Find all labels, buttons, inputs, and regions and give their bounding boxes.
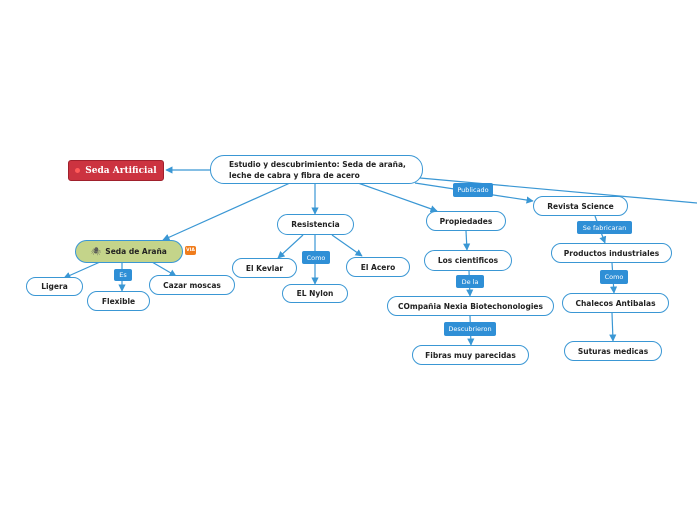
node-propiedades[interactable]: Propiedades [426,211,506,231]
link-label-es: Es [114,269,132,281]
root-line-2: leche de cabra y fibra de acero [229,170,360,180]
link-label-publicado: Publicado [453,183,493,197]
node-revista-science[interactable]: Revista Science [533,196,628,216]
node-resistencia[interactable]: Resistencia [277,214,354,235]
link-label-descubrieron: Descubrieron [444,322,496,336]
via-badge: VIA [185,246,196,255]
node-ligera[interactable]: Ligera [26,277,83,296]
seda-artificial-node[interactable]: Seda Artificial [68,160,164,181]
node-fibras[interactable]: Fibras muy parecidas [412,345,529,365]
node-cazar-moscas[interactable]: Cazar moscas [149,275,235,295]
node-chalecos-antibalas[interactable]: Chalecos Antibalas [562,293,669,313]
seda-arana-node[interactable]: 🕷 Seda de Araña [75,240,183,263]
spider-icon: 🕷 [91,247,102,256]
root-text: Estudio y descubrimiento: Seda de araña,… [229,159,406,181]
node-productos-industriales[interactable]: Productos industriales [551,243,672,263]
node-compania[interactable]: COmpañia Nexia Biotechonologies [387,296,554,316]
link-label-de-la: De la [456,275,484,288]
root-topic[interactable]: Estudio y descubrimiento: Seda de araña,… [210,155,423,184]
node-nylon[interactable]: EL Nylon [282,284,348,303]
root-line-1: Estudio y descubrimiento: Seda de araña, [229,159,406,169]
node-flexible[interactable]: Flexible [87,291,150,311]
node-kevlar[interactable]: El Kevlar [232,258,297,278]
seda-arana-label: Seda de Araña [105,247,167,256]
link-label-como-resistencia: Como [302,251,330,264]
link-label-se-fabricaran: Se fabricaran [577,221,632,234]
bullet-icon [75,168,81,173]
node-acero[interactable]: El Acero [346,257,410,277]
seda-artificial-label: Seda Artificial [85,165,157,176]
node-suturas-medicas[interactable]: Suturas medicas [564,341,662,361]
node-cientificos[interactable]: Los cientificos [424,250,512,271]
link-label-como-chalecos: Como [600,270,628,284]
